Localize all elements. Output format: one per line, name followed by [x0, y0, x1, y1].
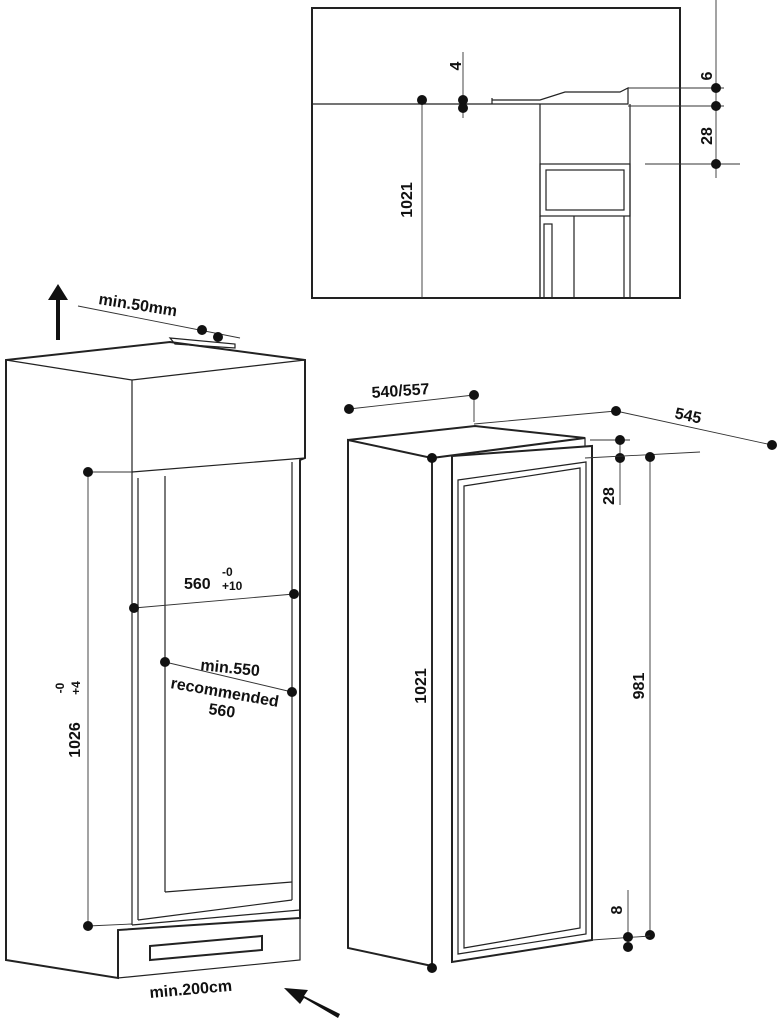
label-appliance-8: 8: [609, 905, 626, 914]
dim-dot: [213, 332, 223, 342]
arrow-up-icon: [48, 284, 68, 340]
detail-frame: [311, 7, 681, 299]
dim-dot: [458, 95, 468, 105]
dim-dot: [287, 687, 297, 697]
label-width-560: 560: [184, 576, 211, 593]
dim-dot: [645, 930, 655, 940]
dim-dot: [417, 95, 427, 105]
label-width-560-lower: +10: [222, 579, 243, 593]
dim-dot: [427, 453, 437, 463]
label-appliance-981: 981: [631, 673, 648, 700]
dim-dot: [767, 440, 777, 450]
dim-dot: [623, 942, 633, 952]
dim-dot: [645, 452, 655, 462]
dim-dot: [711, 159, 721, 169]
dim-dot: [197, 325, 207, 335]
cabinet-niche: min.50mm 560 -0 +10 min.550 recommended …: [5, 284, 340, 1018]
dim-dot: [344, 404, 354, 414]
appliance-view: 540/557 545 28 1021 981 8: [344, 381, 777, 973]
label-top-6: 6: [699, 71, 716, 80]
label-appliance-28: 28: [601, 487, 618, 505]
dim-dot: [289, 589, 299, 599]
ventilation-grille: [149, 934, 263, 962]
label-min-200cm: min.200cm: [149, 978, 233, 1002]
label-top-28: 28: [699, 127, 716, 145]
dim-dot: [469, 390, 479, 400]
label-appliance-depth: 545: [673, 405, 703, 427]
label-height-1026-upper: -0: [53, 682, 67, 693]
label-height-1026: 1026: [67, 722, 84, 758]
label-top-1021: 1021: [399, 182, 416, 218]
dim-dot: [615, 453, 625, 463]
label-appliance-1021: 1021: [413, 668, 430, 704]
dim-dot: [458, 103, 468, 113]
dim-dot: [711, 101, 721, 111]
label-top-gap: 4: [448, 61, 465, 70]
dim-dot: [83, 467, 93, 477]
label-depth-min: min.550: [200, 657, 261, 680]
label-depth-560: 560: [207, 701, 236, 722]
label-appliance-width: 540/557: [371, 381, 430, 402]
dim-dot: [129, 603, 139, 613]
label-min-50mm: min.50mm: [97, 291, 178, 320]
label-width-560-upper: -0: [222, 565, 233, 579]
dim-dot: [611, 406, 621, 416]
arrow-airflow-icon: [284, 988, 340, 1018]
dim-dot: [427, 963, 437, 973]
dim-dot: [615, 435, 625, 445]
dim-dot: [623, 932, 633, 942]
top-detail-view: 4 6 28 1021: [311, 0, 740, 299]
dim-dot: [711, 83, 721, 93]
dim-dot: [160, 657, 170, 667]
dim-dot: [83, 921, 93, 931]
label-height-1026-lower: +4: [69, 681, 83, 695]
